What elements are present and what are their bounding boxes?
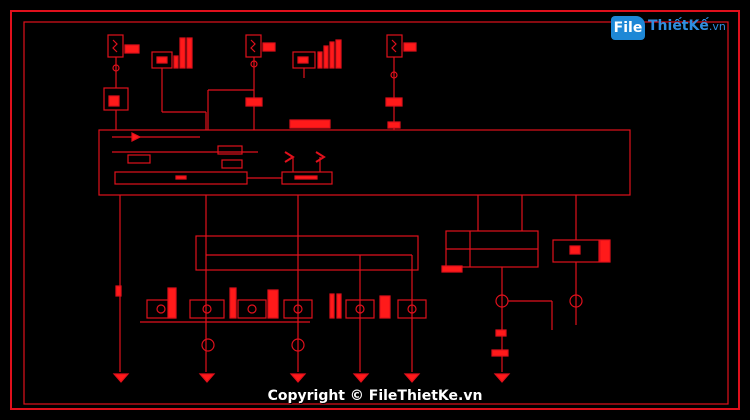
top-relay-1 (151, 37, 207, 130)
right-module (552, 195, 611, 325)
watermark-brand: ThiếtKế (648, 18, 709, 34)
top-relay-2 (292, 39, 342, 78)
watermark-badge: File (611, 16, 645, 40)
right-connector-block (441, 195, 553, 383)
inner-frame (23, 21, 729, 405)
top-component-2 (207, 34, 276, 130)
actuator-row (140, 287, 427, 323)
watermark-domain: .vn (708, 20, 726, 33)
actuator-bus (195, 195, 421, 383)
top-component-3 (385, 34, 417, 130)
control-module (98, 119, 631, 196)
watermark-logo: File ThiếtKế.vn (611, 15, 736, 41)
left-ground-branch (112, 195, 130, 383)
top-component-1 (103, 34, 140, 130)
outer-frame (10, 10, 740, 410)
copyright-notice: Copyright © FileThietKe.vn (267, 388, 483, 404)
